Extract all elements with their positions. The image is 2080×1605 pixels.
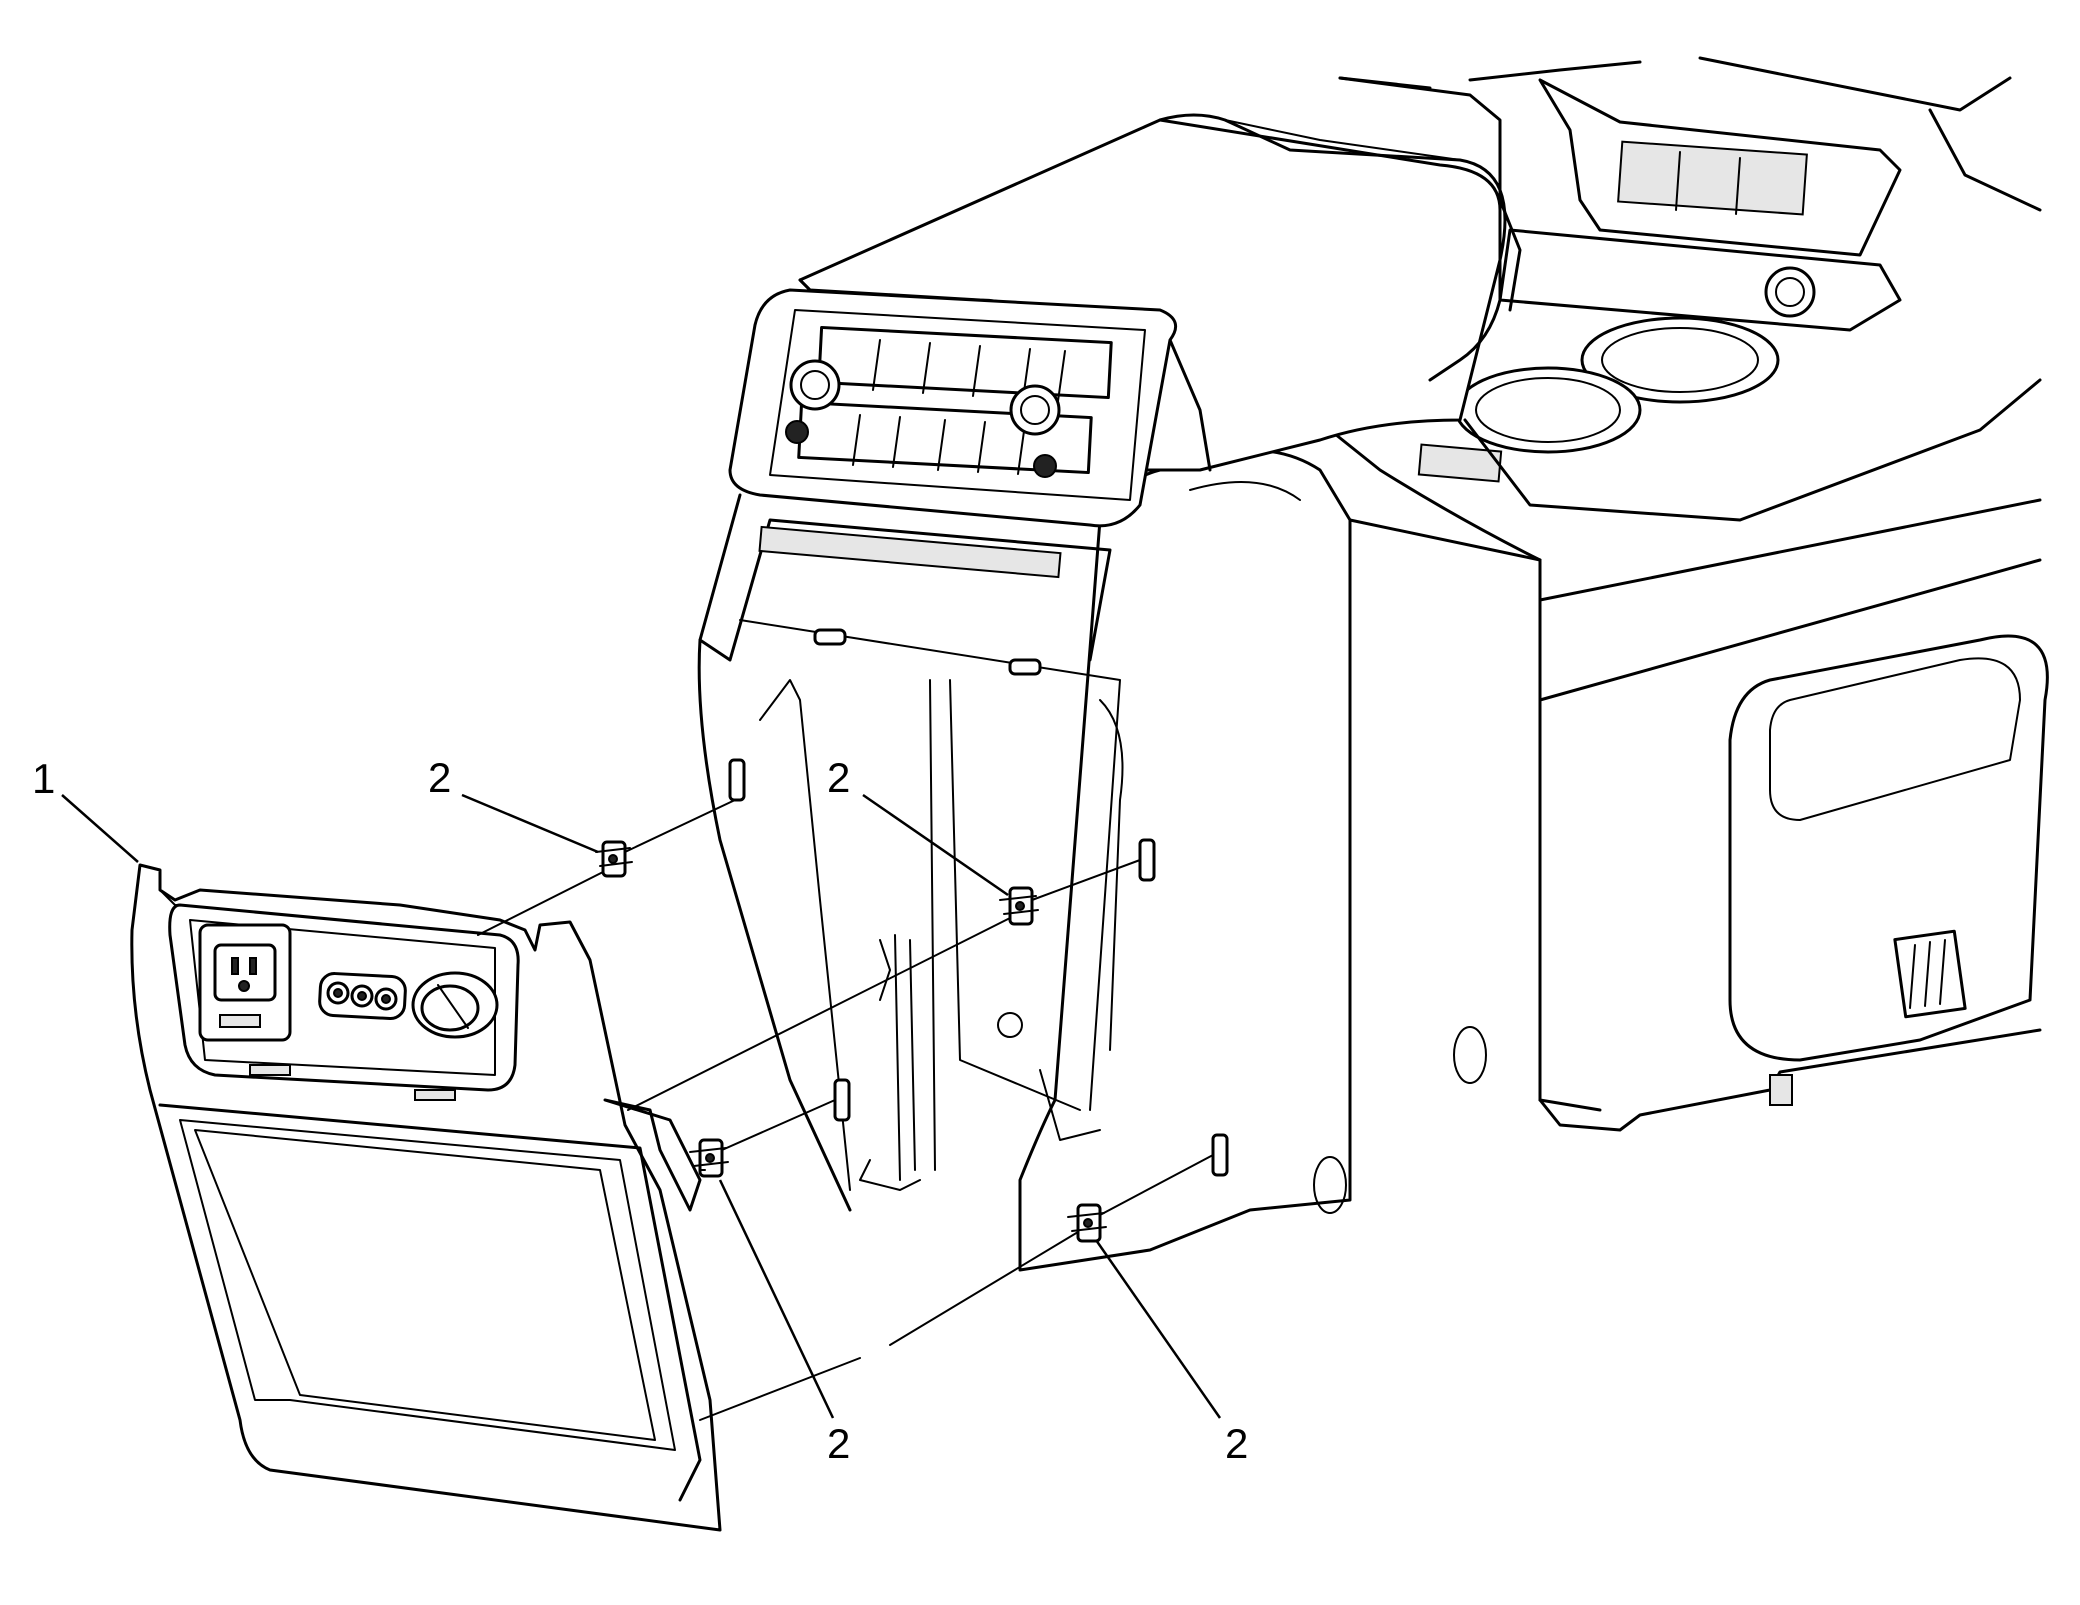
rear-closeout-panel: [130, 863, 722, 1532]
clip-upper-left: [595, 840, 633, 878]
clip-lower-right: [1067, 1203, 1107, 1243]
callout-label-2d: 2: [1225, 1420, 1248, 1467]
callout-label-1: 1: [32, 755, 55, 802]
armrest-assembly: [697, 76, 1522, 1212]
callout-2-upper-left: 2: [428, 754, 599, 854]
callout-2-upper-right: 2: [827, 754, 1009, 897]
callout-1: 1: [32, 755, 139, 863]
callout-label-2b: 2: [827, 754, 850, 801]
callout-2-lower-right: 2: [1094, 1239, 1248, 1467]
clip-lower-left: [689, 1138, 729, 1178]
callout-2-lower-left: 2: [718, 1179, 850, 1467]
callout-label-2c: 2: [827, 1420, 850, 1467]
callout-label-2a: 2: [428, 754, 451, 801]
explosion-lines: [477, 799, 1214, 1421]
clip-upper-right: [999, 886, 1039, 926]
center-console-body: [1018, 56, 2049, 1272]
